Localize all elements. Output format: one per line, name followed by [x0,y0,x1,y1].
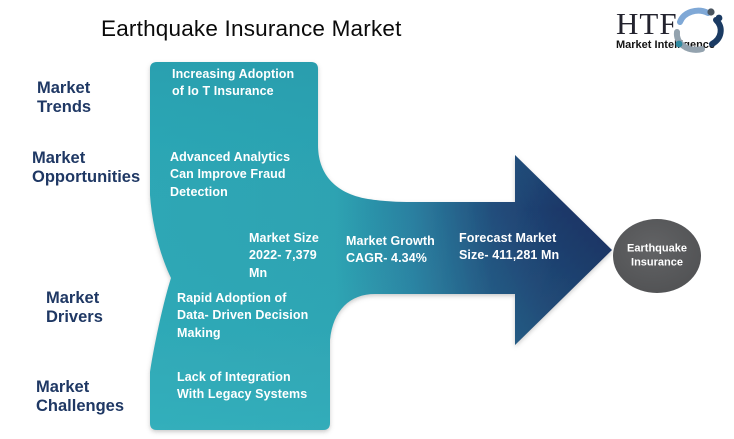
opportunity-item-text: Advanced Analytics Can Improve Fraud Det… [170,150,291,199]
htf-logo: HTF Market Intelligence [616,6,726,58]
htf-logo-text: HTF [616,6,678,41]
target-circle [613,219,701,293]
forecast-text: Forecast Market Size- 411,281 Mn [459,231,560,263]
driver-item-text: Rapid Adoption of Data- Driven Decision … [177,291,309,340]
label-market-opportunities: Market Opportunities [32,149,141,187]
target-circle-label: Earthquake Insurance [627,242,687,269]
flow-arrow-sheen [150,62,612,430]
market-growth-text: Market Growth CAGR- 4.34% [346,234,435,266]
challenge-item-text: Lack of Integration With Legacy Systems [177,370,308,402]
trend-item-text: Increasing Adoption of Io T Insurance [172,67,295,99]
market-size-text: Market Size 2022- 7,379 Mn [249,231,319,280]
page-title: Earthquake Insurance Market [101,16,402,41]
label-market-drivers: Market Drivers [46,289,103,327]
label-market-challenges: Market Challenges [36,378,125,416]
label-market-trends: Market Trends [37,79,92,117]
htf-logo-swirl-icon [673,7,724,53]
